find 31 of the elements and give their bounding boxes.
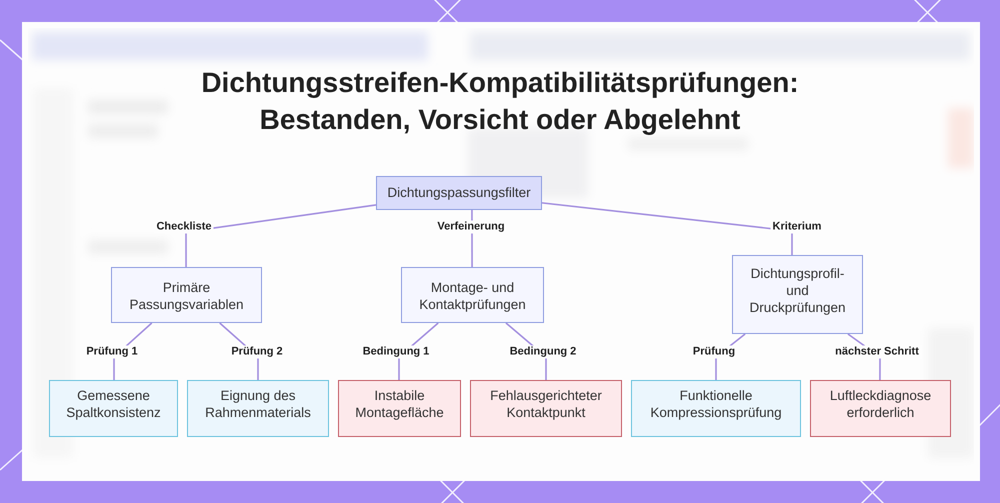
node-text: Funktionelle Kompressionsprüfung <box>649 387 783 421</box>
filter-box <box>376 176 542 210</box>
outcome-box <box>810 380 951 437</box>
edge-label: nächster Schritt <box>833 346 921 358</box>
node-text: Montage- und Kontaktprüfungen <box>418 279 527 313</box>
edge-label: Prüfung 1 <box>84 346 140 358</box>
edge-label: Kriterium <box>770 220 824 234</box>
node-text: Fehlausgerichteter Kontaktpunkt <box>489 387 603 421</box>
category-box <box>732 255 863 334</box>
edge-label: Verfeinerung <box>435 220 507 234</box>
node-text: Primäre Passungsvariablen <box>128 279 245 313</box>
diagram-title: Dichtungsstreifen-Kompatibilitätsprüfungen: Bestanden, Vorsicht oder Abgelehnt <box>200 66 800 137</box>
edge-label: Bedingung 1 <box>360 346 432 358</box>
outcome-box <box>631 380 801 437</box>
category-box <box>401 267 544 323</box>
category-box <box>111 267 262 323</box>
edge-label: Checkliste <box>154 220 214 234</box>
node-text: Gemessene Spaltkonsistenz <box>65 387 162 421</box>
node-text: Luftleckdiagnose erforderlich <box>828 387 932 421</box>
connector-line <box>542 202 793 255</box>
outcome-box <box>187 380 329 437</box>
outcome-box <box>49 380 178 437</box>
outcome-box <box>338 380 461 437</box>
outcome-box <box>470 380 622 437</box>
node-text: Dichtungspassungsfilter <box>387 184 531 201</box>
node-text: Dichtungsprofil- und Druckprüfungen <box>748 265 847 316</box>
node-text: Instabile Montagefläche <box>354 387 445 421</box>
edge-label: Bedingung 2 <box>508 346 578 358</box>
edge-label: Prüfung 2 <box>229 346 285 358</box>
edge-label: Prüfung <box>690 346 738 358</box>
node-text: Eignung des Rahmenmaterials <box>204 387 312 421</box>
